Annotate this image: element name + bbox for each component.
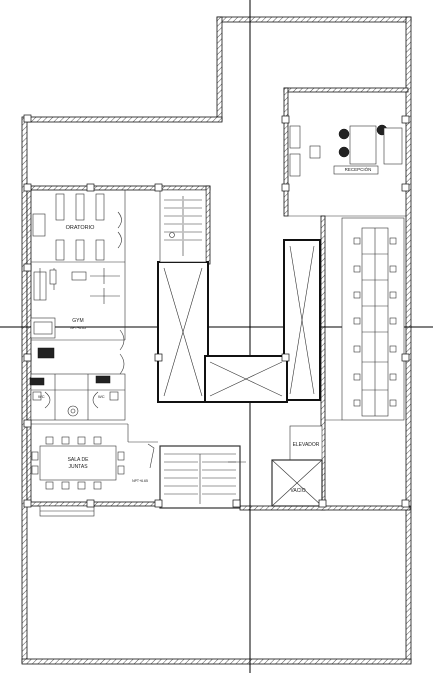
central-shaft-u bbox=[157, 239, 321, 403]
sala-npt-label: NPT+6.65 bbox=[132, 479, 148, 483]
upper-stair bbox=[159, 189, 207, 263]
meeting-room: SALA DE JUNTAS NPT+6.65 bbox=[31, 423, 158, 517]
sala-label: SALA DE bbox=[68, 457, 90, 463]
juntas-label: JUNTAS bbox=[68, 464, 88, 470]
wc-left-label: WC bbox=[38, 394, 45, 399]
gym-label: GYM bbox=[72, 318, 83, 324]
oratorio-label: ORATORIO bbox=[66, 225, 96, 231]
elevador-label: ELEVADOR bbox=[293, 442, 320, 448]
recepcion-label: RECEPCIÓN bbox=[345, 166, 372, 172]
oratorio-room: ORATORIO bbox=[31, 190, 126, 263]
structural-columns bbox=[23, 114, 410, 508]
lower-stair bbox=[156, 445, 246, 509]
wc-block: WC WC bbox=[29, 373, 126, 421]
elevator-void: ELEVADOR VACÍO bbox=[271, 425, 323, 507]
reception-area: RECEPCIÓN bbox=[289, 124, 403, 177]
workstations bbox=[325, 217, 405, 421]
wc-right-label: WC bbox=[98, 394, 105, 399]
vacio-label: VACÍO bbox=[290, 487, 305, 494]
interior-boundaries bbox=[26, 87, 411, 511]
gym-room: GYM NPT+6.65 bbox=[30, 262, 126, 375]
gym-npt-label: NPT+6.65 bbox=[70, 326, 86, 330]
